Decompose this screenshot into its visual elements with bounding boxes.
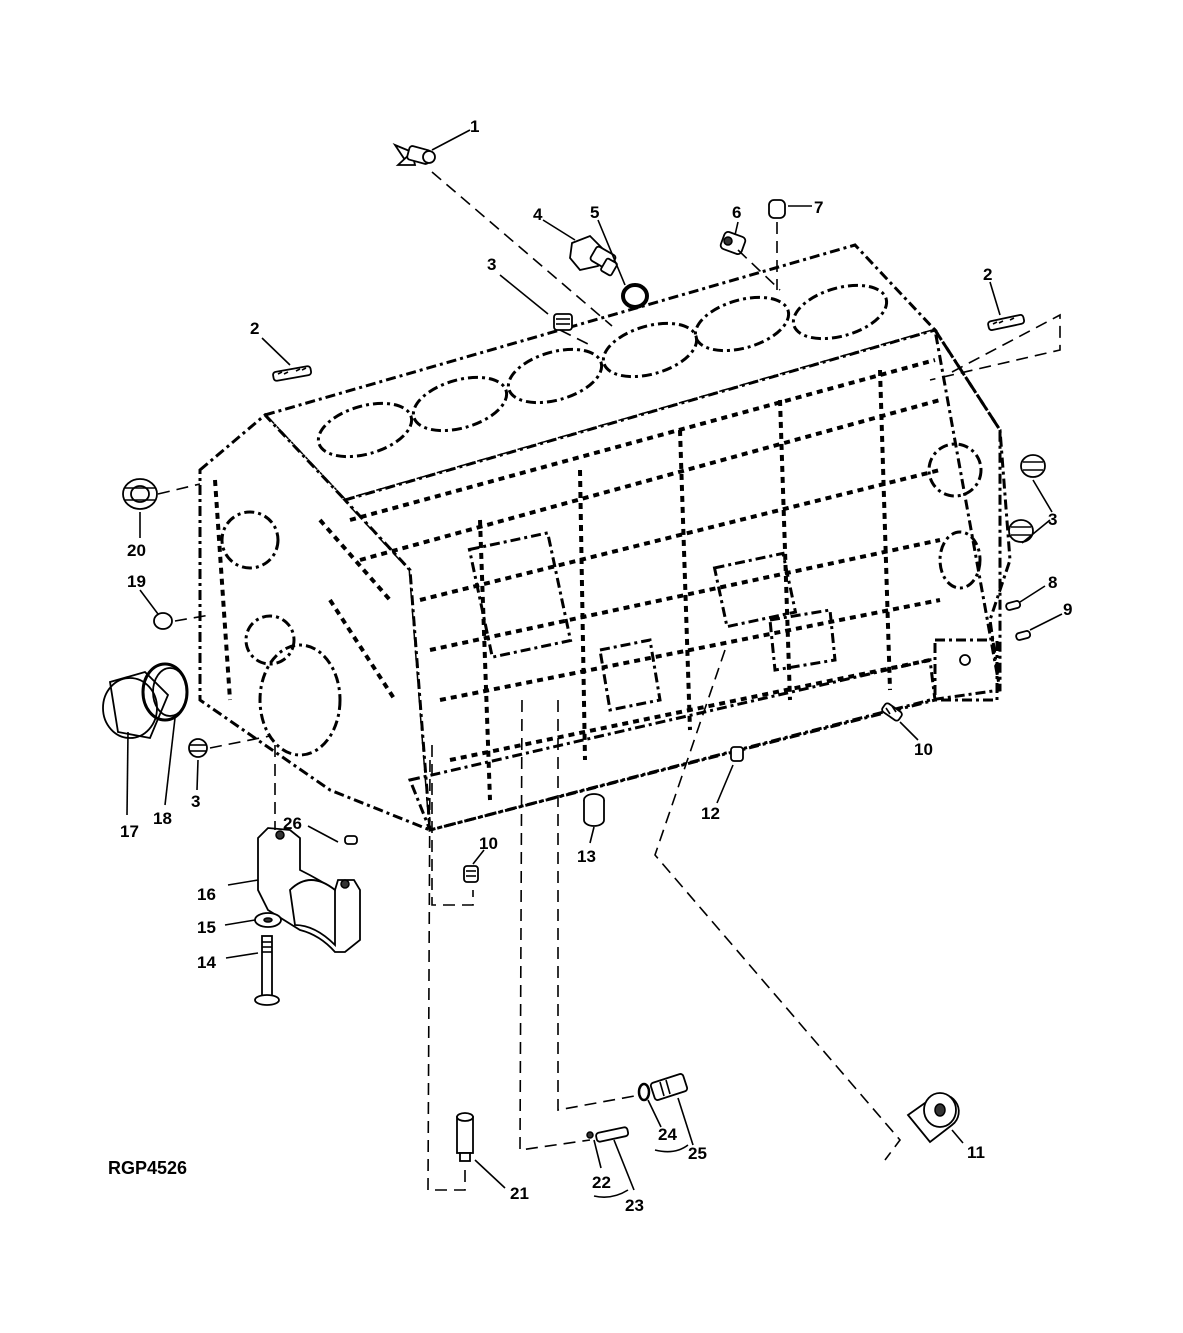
part-10-setscrew-center xyxy=(463,865,479,883)
block-side-details xyxy=(349,358,941,801)
callout-8: 8 xyxy=(1048,573,1057,592)
callout-10-right: 10 xyxy=(914,740,933,759)
part-19-plug xyxy=(153,612,173,630)
part-13-bushing xyxy=(583,793,605,827)
callout-18: 18 xyxy=(153,809,172,828)
cylinder-block xyxy=(198,243,1012,833)
block-rear-details xyxy=(927,442,999,702)
callout-22: 22 xyxy=(592,1173,611,1192)
callout-13: 13 xyxy=(577,847,596,866)
part-8-pin xyxy=(1005,600,1022,611)
callout-labels: 1 2 4 5 6 7 3 2 20 19 3 8 9 10 17 18 3 2… xyxy=(108,117,1072,1215)
callout-16: 16 xyxy=(197,885,216,904)
part-6-plug xyxy=(719,231,747,255)
callout-21: 21 xyxy=(510,1184,529,1203)
part-12-plug xyxy=(730,746,744,762)
part-21-plug xyxy=(456,1112,474,1162)
callout-14: 14 xyxy=(197,953,216,972)
callout-26: 26 xyxy=(283,814,302,833)
part-4-fitting xyxy=(569,234,618,277)
callout-15: 15 xyxy=(197,918,216,937)
part-3-plugs-right xyxy=(1008,454,1046,543)
part-17-cup-plug xyxy=(102,670,170,740)
part-2-stud-right xyxy=(987,314,1025,331)
part-9-pin xyxy=(1015,630,1032,641)
callout-3-top: 3 xyxy=(487,255,496,274)
part-18-seal-ring xyxy=(141,662,189,722)
assembly-lines xyxy=(157,171,1061,1191)
callout-23: 23 xyxy=(625,1196,644,1215)
callout-24: 24 xyxy=(658,1125,677,1144)
callout-3-right: 3 xyxy=(1048,510,1057,529)
part-11-sleeve xyxy=(906,1092,960,1144)
callout-12: 12 xyxy=(701,804,720,823)
figure-reference: RGP4526 xyxy=(108,1158,187,1178)
part-5-sealing-ring xyxy=(621,283,649,309)
callout-4: 4 xyxy=(533,205,543,224)
callout-7: 7 xyxy=(814,198,823,217)
part-1-drain-valve xyxy=(392,143,436,166)
callout-2-right: 2 xyxy=(983,265,992,284)
part-3-plug-top xyxy=(553,313,573,331)
block-front-details xyxy=(213,479,397,757)
callout-9: 9 xyxy=(1063,600,1072,619)
callout-3-bottom-left: 3 xyxy=(191,792,200,811)
callout-25: 25 xyxy=(688,1144,707,1163)
part-15-washer xyxy=(254,912,282,928)
callout-11: 11 xyxy=(967,1143,985,1162)
callout-5: 5 xyxy=(590,203,599,222)
part-7-dowel xyxy=(768,199,786,219)
callout-19: 19 xyxy=(127,572,146,591)
callout-leaders xyxy=(126,129,1063,1198)
callout-20: 20 xyxy=(127,541,146,560)
part-14-bolt xyxy=(254,935,280,1006)
part-26-dowel xyxy=(344,835,358,845)
callout-2-left: 2 xyxy=(250,319,259,338)
callout-6: 6 xyxy=(732,203,741,222)
callout-10-center: 10 xyxy=(479,834,498,853)
part-2-stud-left xyxy=(272,365,313,382)
part-16-bearing-cap xyxy=(257,827,361,953)
part-24-25-fitting xyxy=(637,1073,689,1102)
part-10-setscrew-right xyxy=(881,702,903,722)
part-22-23-check-valve xyxy=(586,1126,630,1143)
callout-17: 17 xyxy=(120,822,139,841)
callout-1: 1 xyxy=(470,117,479,136)
part-20-plug xyxy=(122,478,158,510)
part-3-plug-bottom-left xyxy=(188,738,208,758)
cylinder-bores xyxy=(316,283,889,459)
